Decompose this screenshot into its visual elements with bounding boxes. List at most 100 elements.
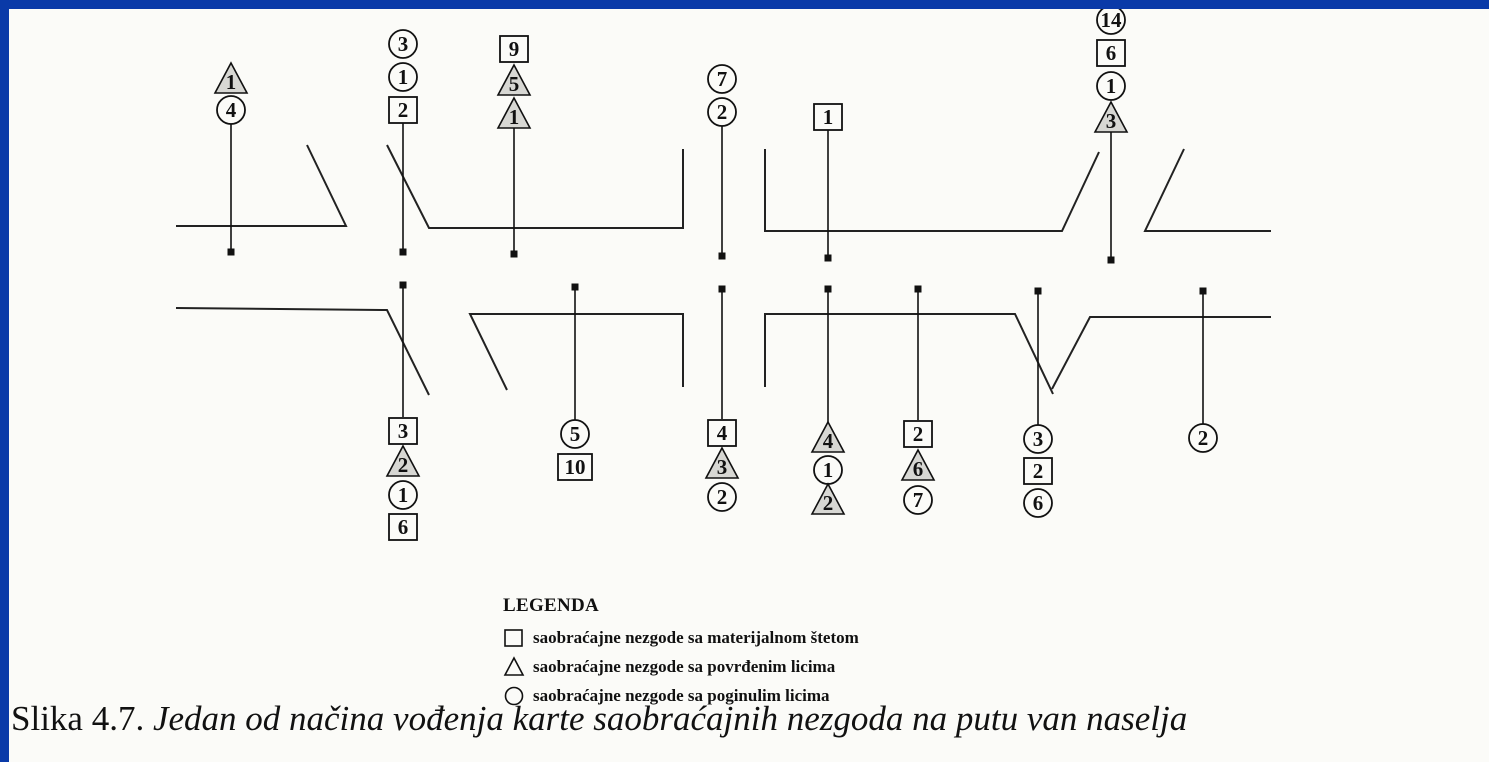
triangle-marker	[496, 96, 532, 129]
accident-marker: 4	[707, 419, 737, 447]
accident-marker: 2	[385, 444, 421, 477]
triangle-marker	[213, 61, 249, 94]
accident-marker: 4	[216, 95, 246, 125]
legend-item-square: saobraćajne nezgode sa materijalnom štet…	[503, 623, 859, 652]
accident-marker: 1	[813, 455, 843, 485]
triangle-marker	[900, 448, 936, 481]
marker-count: 2	[398, 453, 409, 477]
marker-count: 4	[823, 429, 834, 453]
square-marker	[707, 419, 737, 447]
legend-item-circle: saobraćajne nezgode sa poginulim licima	[503, 681, 859, 710]
legend-title: LEGENDA	[503, 595, 600, 616]
accident-marker: 2	[707, 482, 737, 512]
circle-marker	[388, 480, 418, 510]
accident-marker: 6	[388, 513, 418, 541]
marker-count: 1	[823, 105, 834, 129]
accident-marker: 1	[213, 61, 249, 94]
location-dot	[914, 285, 922, 293]
legend-item-label: saobraćajne nezgode sa povrđenim licima	[533, 656, 836, 676]
circle-marker	[388, 29, 418, 59]
accident-marker: 3	[388, 29, 418, 59]
location-dot	[510, 250, 518, 258]
square-icon	[504, 628, 523, 647]
square-marker	[499, 35, 529, 63]
accident-marker: 2	[1188, 423, 1218, 453]
accident-marker: 1	[1096, 71, 1126, 101]
square-marker	[388, 96, 418, 124]
location-dot	[718, 252, 726, 260]
legend: LEGENDA saobraćajne nezgode sa materijal…	[503, 595, 859, 710]
marker-count: 1	[823, 458, 834, 482]
triangle-marker	[496, 63, 532, 96]
accident-marker: 2	[810, 482, 846, 515]
accident-marker: 7	[903, 485, 933, 515]
marker-count: 2	[913, 422, 924, 446]
location-dot	[227, 248, 235, 256]
circle-marker	[1096, 71, 1126, 101]
legend-item-label: saobraćajne nezgode sa materijalnom štet…	[533, 627, 859, 647]
circle-icon	[504, 686, 524, 705]
accident-marker: 6	[1023, 488, 1053, 518]
marker-count: 2	[717, 485, 728, 509]
marker-count: 5	[509, 72, 520, 96]
circle-marker	[560, 419, 590, 449]
triangle-marker	[1093, 100, 1129, 133]
marker-count: 3	[1033, 427, 1044, 451]
circle-marker	[1023, 488, 1053, 518]
accident-marker: 3	[704, 446, 740, 479]
marker-count: 14	[1101, 9, 1123, 32]
accident-stack-b3: 43 2	[704, 285, 740, 512]
marker-count: 3	[398, 32, 409, 56]
location-dot	[571, 283, 579, 291]
road-edges	[175, 144, 1271, 396]
road-bottom-edge-segment	[764, 313, 1054, 395]
accident-stack-b2: 510	[557, 283, 593, 481]
road-bottom-edge-segment	[1051, 316, 1271, 390]
accident-marker: 5	[560, 419, 590, 449]
location-dot	[399, 248, 407, 256]
accident-stack-b1: 3 2 1 6	[385, 281, 421, 541]
accident-marker: 7	[707, 64, 737, 94]
marker-count: 4	[717, 421, 728, 445]
triangle-marker	[810, 482, 846, 515]
marker-count: 7	[913, 488, 924, 512]
accident-stack-b5: 26 7	[900, 285, 936, 515]
accident-marker: 2	[707, 97, 737, 127]
accident-marker: 10	[557, 453, 593, 481]
marker-count: 6	[1106, 41, 1117, 65]
accident-stack-t4: 72	[707, 64, 737, 260]
marker-count: 10	[565, 455, 586, 479]
legend-item-triangle: saobraćajne nezgode sa povrđenim licima	[503, 652, 859, 681]
square-marker	[903, 420, 933, 448]
accident-marker: 6	[1096, 39, 1126, 67]
triangle-marker	[810, 420, 846, 453]
location-dot	[824, 285, 832, 293]
accident-marker: 4	[810, 420, 846, 453]
accident-stack-t2: 312	[388, 29, 418, 256]
marker-count: 3	[398, 419, 409, 443]
accident-marker: 3	[388, 417, 418, 445]
circle-marker	[388, 62, 418, 92]
caption-text: Jedan od načina vođenja karte saobraćajn…	[152, 699, 1188, 738]
marker-count: 1	[398, 483, 409, 507]
accident-marker: 1	[388, 480, 418, 510]
accident-marker: 2	[903, 420, 933, 448]
accident-marker: 6	[900, 448, 936, 481]
accident-marker: 5	[496, 63, 532, 96]
marker-count: 7	[717, 67, 728, 91]
road-bottom-edge-segment	[175, 307, 430, 396]
figure-caption: Slika 4.7. Jedan od načina vođenja karte…	[11, 699, 1187, 739]
marker-count: 2	[1033, 459, 1044, 483]
triangle-marker	[385, 444, 421, 477]
square-marker	[1096, 39, 1126, 67]
location-dot	[1199, 287, 1207, 295]
location-dot	[1034, 287, 1042, 295]
marker-count: 2	[823, 491, 834, 515]
marker-count: 2	[1198, 426, 1209, 450]
accident-stack-t3: 951	[496, 35, 532, 258]
circle-marker	[707, 482, 737, 512]
road-top-edge-segment	[386, 144, 684, 229]
location-dot	[824, 254, 832, 262]
